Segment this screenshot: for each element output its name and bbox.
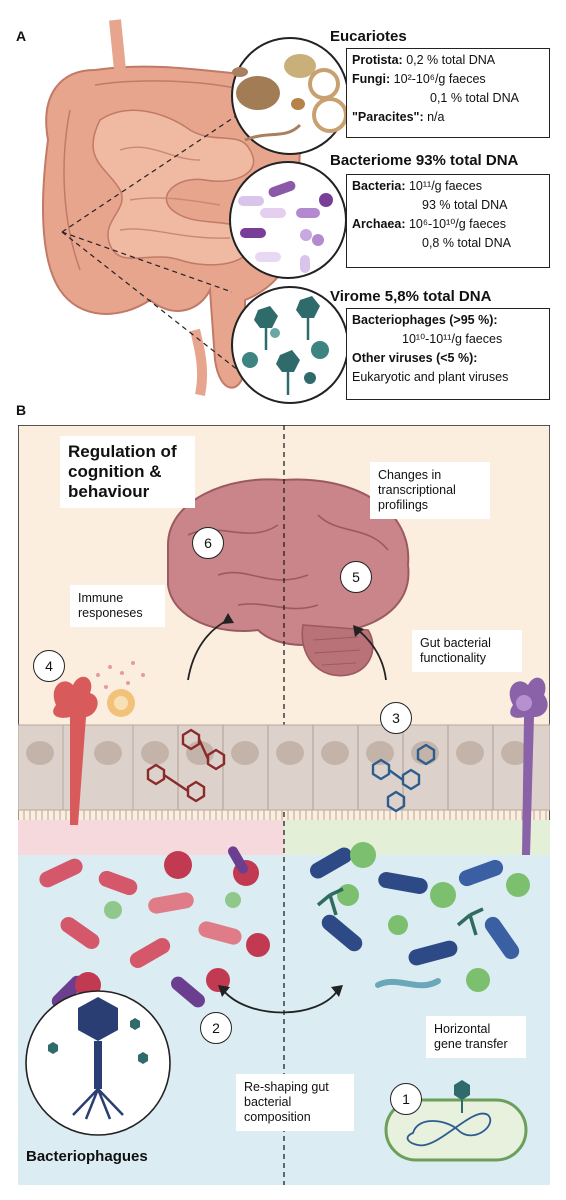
- bacteria-right: [310, 842, 530, 992]
- eukaryote-circle: [231, 37, 349, 155]
- paracites-value: n/a: [427, 110, 445, 124]
- neuron-cell: [509, 677, 548, 855]
- virome-box: Bacteriophages (>95 %): 10¹⁰-10¹¹/g faec…: [346, 308, 550, 400]
- bacteria-value-2: 93 % total DNA: [422, 198, 508, 212]
- archaea-value-2: 0,8 % total DNA: [422, 236, 511, 250]
- eukaryotes-box: Protista: 0,2 % total DNA Fungi: 10²-10⁶…: [346, 48, 550, 138]
- archaea-value: 10⁶-10¹⁰/g faeces: [408, 217, 506, 231]
- immune-cells: [53, 661, 145, 825]
- bacteriome-heading: Bacteriome 93% total DNA: [330, 152, 519, 169]
- immune-label: Immune responeses: [70, 585, 165, 627]
- eukaryotes-heading: Eucariotes: [330, 28, 407, 45]
- reshaping-label: Re-shaping gut bacterial composition: [236, 1074, 354, 1131]
- hgt-label: Horizontal gene transfer: [426, 1016, 526, 1058]
- protista-label: Protista:: [352, 53, 403, 67]
- intestine-illustration: [42, 19, 349, 404]
- fungi-label: Fungi:: [352, 72, 391, 86]
- hgt-bacterium: [384, 1080, 528, 1162]
- other-viruses-label: Other viruses (<5 %):: [352, 351, 478, 365]
- transcription-label: Changes in transcriptional profilings: [370, 462, 490, 519]
- metabolites-left: [146, 728, 226, 803]
- bacteria-value: 10¹¹/g faeces: [408, 179, 482, 193]
- gut-function-label: Gut bacterial functionality: [412, 630, 522, 672]
- virome-heading: Virome 5,8% total DNA: [330, 288, 492, 305]
- bacteriome-box: Bacteria: 10¹¹/g faeces 93 % total DNA A…: [346, 174, 550, 268]
- epithelium: [18, 724, 550, 820]
- metabolites-right: [371, 743, 436, 813]
- bacteriophages-label: Bacteriophagues: [26, 1148, 148, 1165]
- bacteria-label: Bacteria:: [352, 179, 406, 193]
- panel-b-label: B: [16, 402, 27, 418]
- step-6: 6: [192, 527, 224, 559]
- step-5: 5: [340, 561, 372, 593]
- regulation-label: Regulation of cognition & behaviour: [60, 436, 195, 508]
- step-1: 1: [390, 1083, 422, 1115]
- protista-value: 0,2 % total DNA: [406, 53, 496, 67]
- small-intestine: [92, 109, 255, 266]
- virome-circle: [231, 286, 349, 404]
- panel-a-label: A: [16, 28, 27, 44]
- fungi-value: 10²-10⁶/g faeces: [393, 72, 486, 86]
- archaea-label: Archaea:: [352, 217, 406, 231]
- phage-value: 10¹⁰-10¹¹/g faeces: [402, 332, 503, 346]
- step-3: 3: [380, 702, 412, 734]
- gut-brain-illustration: [18, 425, 550, 1185]
- step-2: 2: [200, 1012, 232, 1044]
- bacteria-left: [39, 846, 270, 1009]
- bacteriophage-circle: [25, 990, 171, 1136]
- paracites-label: "Paracites":: [352, 110, 424, 124]
- bacteriome-circle: [229, 161, 347, 279]
- arrow-right-up: [357, 629, 387, 681]
- fungi-value-2: 0,1 % total DNA: [430, 91, 519, 105]
- brain: [167, 478, 410, 677]
- step-4: 4: [33, 650, 65, 682]
- reshape-double-arrow: [222, 989, 339, 1014]
- phage-label: Bacteriophages (>95 %):: [352, 313, 498, 327]
- other-viruses-value: Eukaryotic and plant viruses: [352, 370, 509, 384]
